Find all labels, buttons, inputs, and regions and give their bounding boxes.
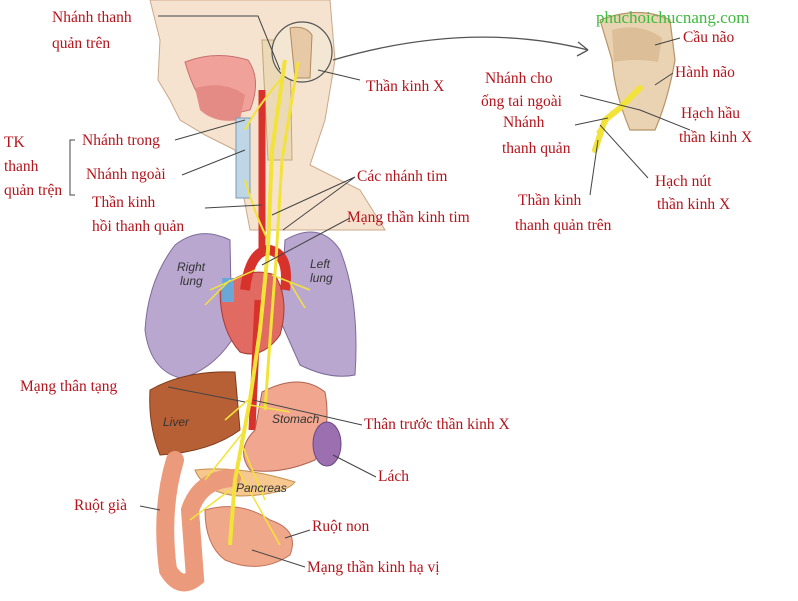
label-superior-laryngeal-branch-1: Nhánh thanh — [52, 9, 132, 26]
pulmonary-plexus-right — [204, 269, 256, 306]
left-lung — [279, 231, 357, 377]
spleen — [312, 421, 342, 467]
zoom-arrowhead — [576, 41, 589, 57]
vagus-zoom-nerve — [592, 85, 643, 153]
label-pharyngeal-ganglion-1: Hạch hầu — [681, 105, 740, 122]
small-intestine — [204, 506, 293, 567]
watermark: phuchoichucnang.com — [596, 8, 750, 27]
label-cardiac-plexus: Mạng thần kinh tim — [347, 209, 470, 226]
vagus-nerve-left — [228, 59, 287, 546]
label-laryngeal-branch-1: Nhánh — [503, 114, 545, 131]
label-anterior-vagal-trunk: Thân trước thần kinh X — [364, 416, 510, 433]
recurrent-laryngeal — [244, 179, 269, 241]
celiac-plexus — [189, 399, 291, 546]
label-auricular-branch-2: ống tai ngoài — [481, 93, 562, 110]
brainstem-small — [289, 26, 313, 79]
trachea — [235, 117, 251, 199]
label-spleen: Lách — [378, 468, 409, 485]
right-lung — [144, 233, 233, 379]
label-small-intestine: Ruột non — [312, 518, 370, 535]
label-recurrent-laryngeal-2: hồi thanh quản — [92, 218, 185, 235]
label-hypogastric-plexus: Mạng thần kinh hạ vị — [307, 559, 440, 576]
label-pons: Cầu não — [683, 29, 735, 46]
tongue — [195, 85, 245, 121]
label-recurrent-laryngeal-1: Thần kinh — [92, 194, 156, 211]
label-medulla: Hành não — [675, 64, 735, 81]
vagus-nerve-right — [263, 61, 300, 411]
zoom-arrow — [332, 36, 589, 61]
label-laryngeal-branch-2: thanh quản — [502, 140, 571, 157]
label-pharyngeal-ganglion-2: thần kinh X — [679, 129, 753, 146]
label-nodose-ganglion-1: Hạch nút — [655, 173, 712, 190]
heart — [219, 271, 285, 355]
label-internal-branch: Nhánh trong — [82, 132, 160, 149]
vagus-zoom-branch — [596, 110, 614, 134]
liver-label: Liver — [163, 415, 190, 429]
pons-zoom — [612, 27, 662, 62]
label-superior-laryngeal-zoom-1: Thần kinh — [518, 192, 582, 209]
label-nodose-ganglion-2: thần kinh X — [657, 196, 731, 213]
left-lung-label-1: Left — [310, 257, 331, 271]
superior-laryngeal — [244, 79, 281, 131]
label-auricular-branch-1: Nhánh cho — [485, 70, 553, 87]
right-lung-label-2: lung — [180, 274, 203, 288]
label-superior-laryngeal-nerve-1: TK — [4, 134, 25, 151]
label-vagus-nerve: Thần kinh X — [366, 78, 445, 95]
label-large-intestine: Ruột già — [74, 497, 127, 514]
pancreas-label: Pancreas — [236, 481, 287, 495]
left-lung-label-2: lung — [310, 271, 333, 285]
label-superior-laryngeal-nerve-2: thanh — [4, 158, 39, 175]
leader-lines — [69, 15, 691, 568]
large-intestine — [156, 451, 241, 592]
pulmonary-plexus-left — [271, 274, 311, 309]
stomach-label: Stomach — [272, 412, 320, 426]
label-celiac-plexus: Mạng thân tạng — [20, 378, 118, 395]
label-superior-laryngeal-zoom-2: thanh quản trên — [515, 217, 612, 234]
label-external-branch: Nhánh ngoài — [86, 166, 166, 183]
label-cardiac-branches: Các nhánh tim — [357, 168, 448, 185]
right-lung-label-1: Right — [177, 260, 206, 274]
label-superior-laryngeal-branch-2: quản trên — [52, 35, 111, 52]
liver — [149, 371, 241, 456]
label-superior-laryngeal-nerve-3: quản trện — [4, 182, 63, 199]
